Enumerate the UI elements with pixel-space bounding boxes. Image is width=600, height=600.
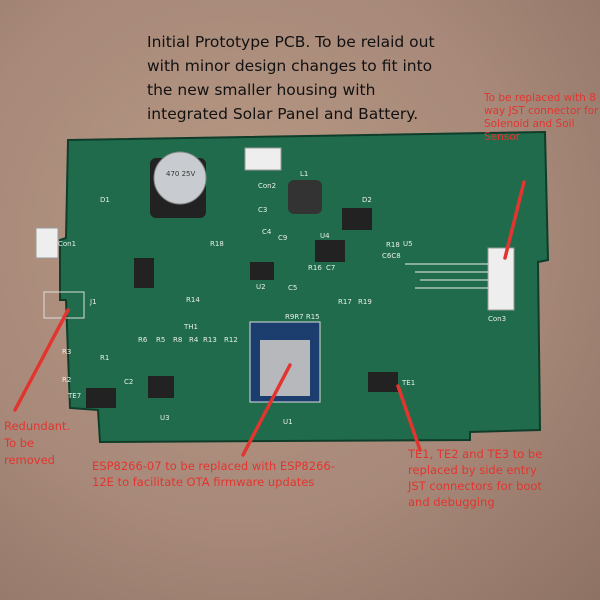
header-te1 [368, 372, 398, 392]
traces [405, 263, 488, 289]
caption: Initial Prototype PCB. To be relaid out … [147, 33, 435, 123]
silk-l1: L1 [300, 170, 309, 178]
silk-r3: R3 [62, 348, 72, 356]
silk-r14: R14 [186, 296, 200, 304]
silk-con3: Con3 [488, 315, 507, 323]
silk-c2: C2 [124, 378, 134, 386]
silk-d2: D2 [362, 196, 372, 204]
esp8266-shield [260, 340, 310, 396]
connector-con2 [244, 147, 282, 171]
silk-r2: R2 [62, 376, 72, 384]
silk-r12: R12 [224, 336, 238, 344]
silk-c9: C9 [278, 234, 288, 242]
silk-te1: TE1 [402, 379, 416, 387]
annotation-connector: To be replaced with 8 way JST connector … [484, 92, 599, 143]
silk-u4: U4 [320, 232, 330, 240]
silk-c4: C4 [262, 228, 272, 236]
silk-c3: C3 [258, 206, 268, 214]
silk-th1: TH1 [184, 323, 198, 331]
silk-r16: R16 [308, 264, 322, 272]
diode-d2 [342, 208, 372, 230]
silk-c6c8: C6C8 [382, 252, 401, 260]
silk-r17: R17 [338, 298, 352, 306]
connector-con1 [35, 227, 59, 259]
capacitor-top [153, 151, 207, 205]
silk-r8: R8 [173, 336, 183, 344]
silk-r5: R5 [156, 336, 166, 344]
silk-r19: R19 [358, 298, 372, 306]
annotation-redundant: Redundant. To be removed [4, 419, 71, 467]
silk-con2: Con2 [258, 182, 277, 190]
silk-c7: C7 [326, 264, 336, 272]
silk-r6: R6 [138, 336, 148, 344]
inductor-l1 [288, 180, 322, 214]
silk-r18b: R18 [386, 241, 400, 249]
silk-con1: Con1 [58, 240, 77, 248]
header-c3 [134, 258, 154, 288]
annotation-esp: ESP8266-07 to be replaced with ESP8266-1… [92, 459, 335, 489]
silk-u5: U5 [403, 240, 413, 248]
silk-r9r7r15: R9R7 R15 [285, 313, 320, 321]
silk-r4: R4 [189, 336, 199, 344]
silk-r18: R18 [210, 240, 224, 248]
silk-j1: J1 [90, 298, 97, 306]
ic-u4 [315, 240, 345, 262]
silk-c5: C5 [288, 284, 298, 292]
silk-te7: TE7 [68, 392, 82, 400]
silk-u2: U2 [256, 283, 266, 291]
ic-u3 [148, 376, 174, 398]
silk-d1: D1 [100, 196, 110, 204]
annotation-arrows [13, 180, 526, 457]
silk-u3: U3 [160, 414, 170, 422]
silk-u1: U1 [283, 418, 293, 426]
silk-r1: R1 [100, 354, 110, 362]
ic-u2 [250, 262, 274, 280]
annotation-te: TE1, TE2 and TE3 to be replaced by side … [408, 447, 543, 509]
connector-con3 [487, 247, 515, 311]
header-te7 [86, 388, 116, 408]
capacitor-marking: 470 25V [166, 170, 196, 178]
silk-r13: R13 [203, 336, 217, 344]
